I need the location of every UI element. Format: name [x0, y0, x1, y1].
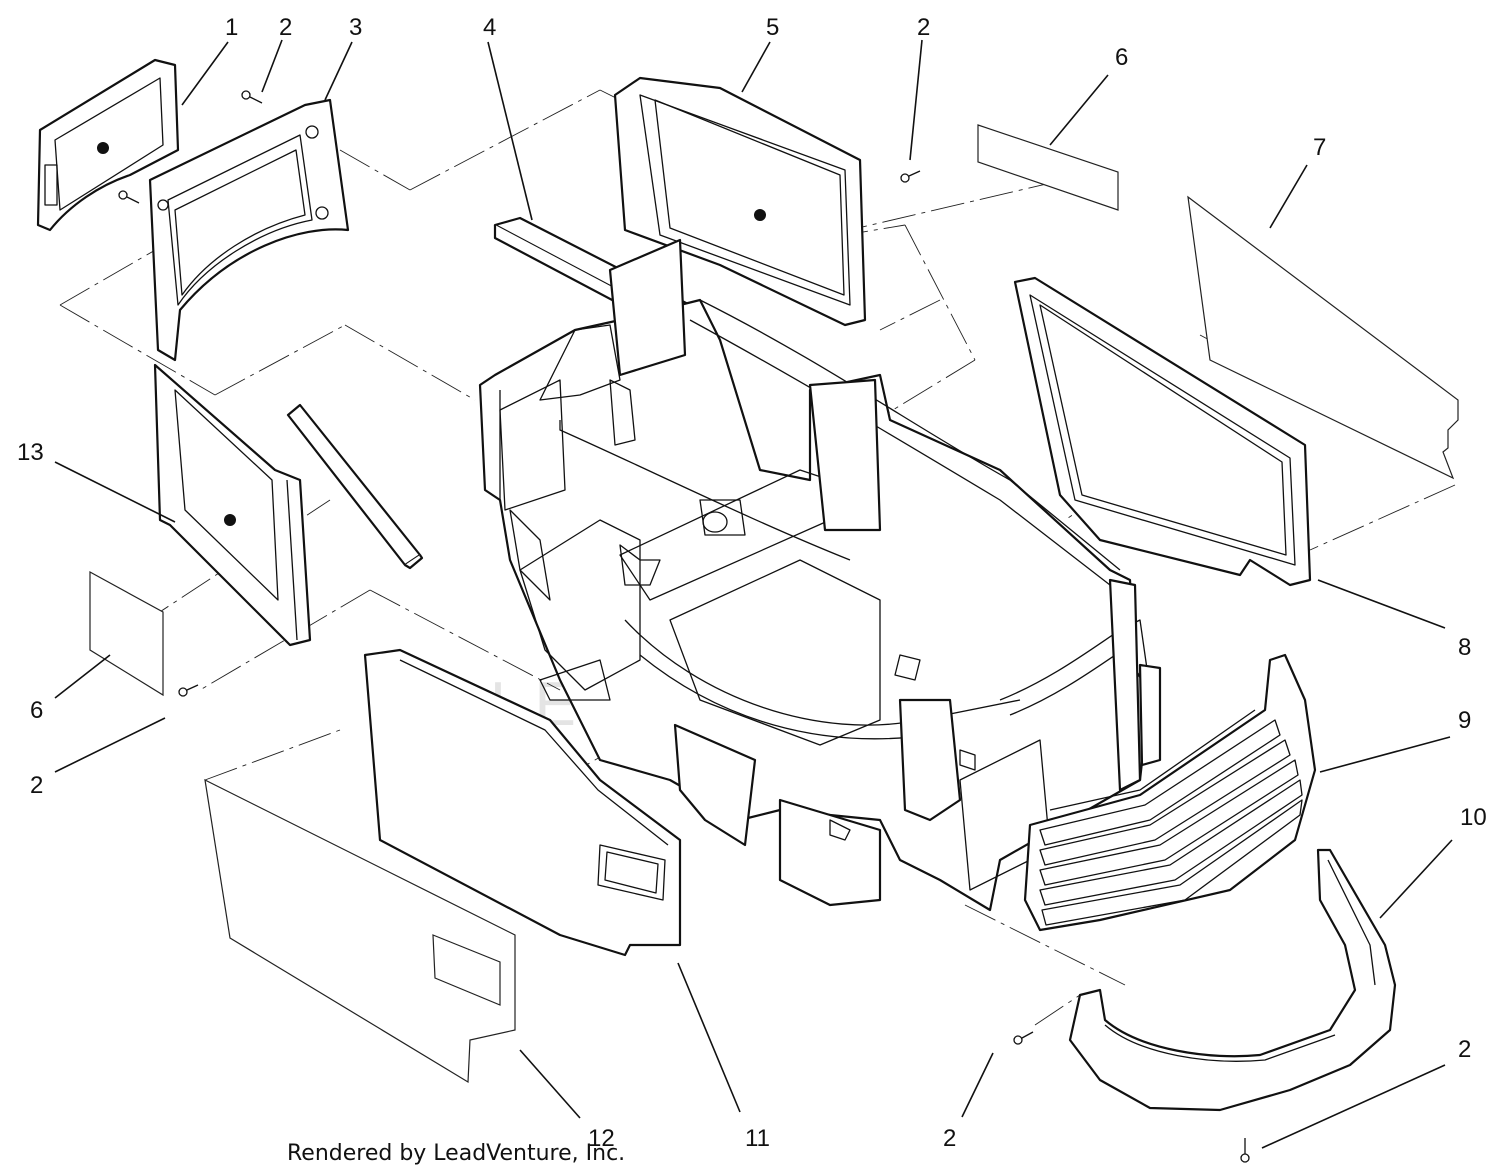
part-6-decal-left	[89, 570, 164, 697]
leader-lines	[54, 39, 1453, 1149]
callout-label: 4	[483, 14, 496, 41]
callout-label: 7	[1313, 134, 1326, 161]
part-9-grille	[1023, 653, 1317, 932]
callout-label: 2	[30, 772, 43, 799]
callout-label: 1	[225, 14, 238, 41]
callout-label: 3	[349, 14, 362, 41]
callout-label: 11	[745, 1125, 770, 1152]
screw	[900, 170, 921, 183]
part-3-bezel	[148, 98, 350, 362]
screw	[118, 190, 140, 204]
callout-label: 8	[1458, 634, 1471, 661]
callout-labels: 1 2 3 4 5 2 6 7 13 8 6 9 2 10 2 12 11 2	[17, 14, 1487, 1152]
screw	[178, 684, 199, 697]
callout-label: 2	[279, 14, 292, 41]
render-credit: Rendered by LeadVenture, Inc.	[287, 1141, 625, 1166]
part-12-decal	[204, 778, 516, 1084]
part-6-decal-top	[977, 124, 1119, 211]
callout-label: 5	[766, 14, 779, 41]
part-1-cover	[36, 58, 180, 232]
part-5-top-screen	[613, 76, 867, 327]
callout-label: 13	[17, 439, 44, 466]
callout-label: 6	[1115, 44, 1128, 71]
callout-label: 12	[588, 1125, 615, 1152]
part-2-screws	[118, 90, 1250, 1163]
part-10-bumper	[1068, 848, 1397, 1112]
screw	[241, 90, 263, 104]
screw	[1240, 1138, 1250, 1163]
screw	[1013, 1031, 1034, 1045]
callout-label: 6	[30, 697, 43, 724]
part-13-side-screen	[153, 363, 312, 647]
callout-label: 2	[917, 14, 930, 41]
callout-label: 10	[1460, 804, 1487, 831]
callout-label: 9	[1458, 707, 1471, 734]
callout-label: 2	[1458, 1036, 1471, 1063]
callout-label: 2	[943, 1125, 956, 1152]
central-frame	[478, 238, 1162, 912]
part-7-panel	[1187, 195, 1459, 480]
part-8-side-screen	[1013, 276, 1312, 587]
part-11-side-panel	[363, 648, 682, 957]
